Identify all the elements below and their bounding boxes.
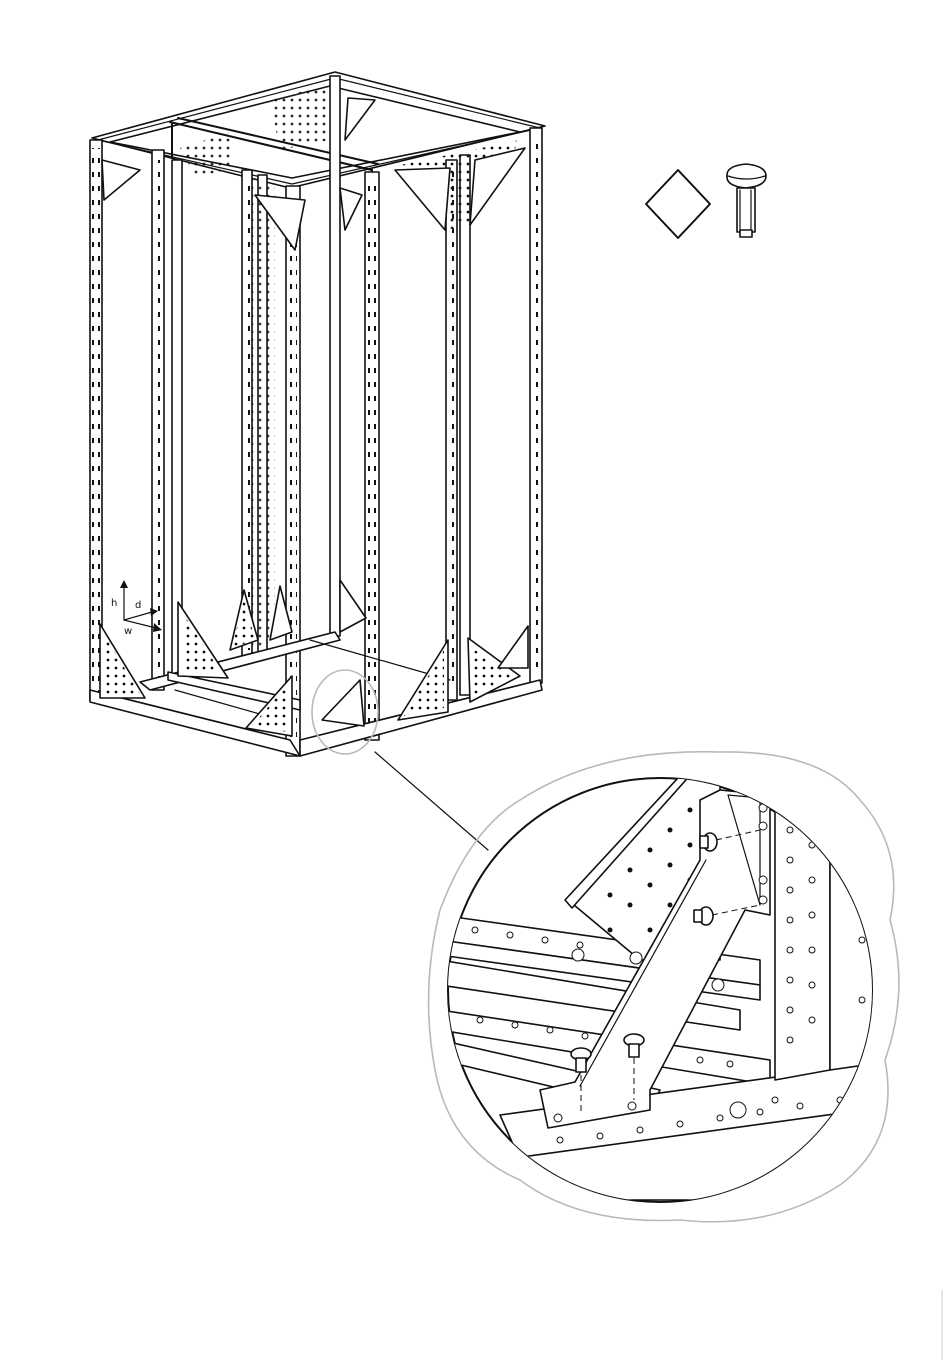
post-middle: [365, 172, 379, 740]
detail-leader-line: [375, 752, 488, 850]
axis-label-w: w: [124, 626, 132, 637]
post-front-left: [90, 140, 102, 700]
diamond-symbol: [646, 170, 710, 238]
zoom-vertical-post: [772, 800, 900, 1103]
post-back-right: [530, 128, 542, 683]
cabinet-frame: [90, 72, 545, 850]
post-back-left: [330, 76, 340, 636]
screw-icon: [727, 164, 766, 237]
axis-label-h: h: [111, 598, 117, 609]
zoom-detail: [429, 752, 900, 1222]
inner-rails: [152, 150, 470, 700]
axis-label-d: d: [135, 600, 141, 611]
post-front-middle: [286, 186, 300, 756]
